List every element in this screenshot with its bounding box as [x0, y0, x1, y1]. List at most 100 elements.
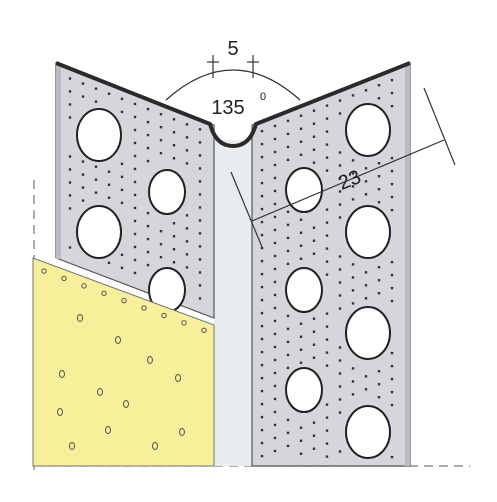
- perforation-dot: [299, 335, 303, 338]
- perforation-dot: [299, 114, 303, 117]
- perforation-dot: [159, 125, 163, 129]
- perforation-dot: [260, 415, 264, 419]
- perforation-dot: [325, 143, 329, 146]
- perforation-dot: [325, 351, 329, 354]
- perforation-dot: [325, 325, 329, 328]
- perforation-dot: [286, 223, 290, 227]
- perforation-dot: [377, 175, 381, 178]
- perforation-dot: [273, 202, 277, 206]
- perforation-dot: [172, 261, 176, 264]
- perforation-dot: [260, 298, 264, 302]
- perforation-dot: [338, 268, 342, 271]
- perforation-dot: [260, 129, 264, 133]
- perforation-dot: [338, 255, 342, 258]
- insulation-edge-dot: [101, 290, 107, 296]
- perforation-dot: [185, 162, 189, 165]
- perforation-dot: [364, 167, 368, 170]
- perforation-dot: [338, 151, 342, 154]
- perforation-dot: [68, 90, 72, 93]
- perforation-dot: [325, 247, 329, 250]
- perforation-dot: [133, 141, 137, 145]
- perforation-dot: [273, 280, 277, 284]
- perforation-dot: [94, 178, 98, 181]
- perforation-dot: [273, 267, 277, 271]
- perforation-dot: [338, 112, 342, 115]
- perforation-dot: [260, 233, 264, 237]
- perforation-dot: [185, 123, 189, 126]
- perforation-dot: [146, 263, 150, 267]
- perforation-dot: [325, 455, 329, 458]
- perforation-dot: [338, 346, 342, 349]
- perforation-dot: [120, 253, 124, 257]
- hole: [285, 167, 323, 213]
- perforation-dot: [325, 312, 329, 315]
- perforation-dot: [260, 207, 264, 211]
- perforation-dot: [338, 281, 342, 284]
- perforation-dot: [273, 176, 277, 180]
- perforation-dot: [185, 149, 189, 152]
- perforation-dot: [68, 116, 72, 119]
- perforation-dot: [325, 130, 329, 133]
- perforation-dot: [273, 137, 277, 141]
- perforation-dot: [260, 350, 264, 354]
- perforation-dot: [198, 271, 202, 274]
- perforation-dot: [198, 206, 202, 209]
- perforation-dot: [133, 154, 137, 158]
- left-wing-edge: [56, 63, 61, 259]
- perforation-dot: [68, 194, 72, 197]
- perforation-dot: [338, 164, 342, 167]
- hole: [345, 405, 391, 459]
- perforation-dot: [120, 266, 124, 270]
- perforation-dot: [377, 383, 381, 386]
- perforation-dot: [68, 246, 72, 249]
- perforation-dot: [351, 263, 355, 266]
- perforation-dot: [351, 289, 355, 292]
- perforation-dot: [325, 169, 329, 172]
- perforation-dot: [338, 398, 342, 401]
- perforation-dot: [390, 182, 394, 186]
- perforation-dot: [390, 104, 394, 108]
- insulation-edge-dots: [41, 268, 207, 333]
- perforation-dot: [68, 181, 72, 184]
- perforation-dot: [377, 201, 381, 204]
- perforation-dot: [146, 133, 150, 137]
- perforation-dot: [273, 228, 277, 232]
- wall-gap: [214, 140, 258, 466]
- perforation-dot: [299, 231, 303, 234]
- perforation-dot: [338, 99, 342, 102]
- perforation-dot: [299, 257, 303, 260]
- perforation-dot: [338, 203, 342, 206]
- perforation-dot: [325, 117, 329, 120]
- perforation-dot: [390, 377, 394, 381]
- perforation-dot: [133, 206, 137, 210]
- perforation-dot: [325, 260, 329, 263]
- perforation-dot: [185, 266, 189, 269]
- perforation-dot: [286, 210, 290, 214]
- perforation-dot: [299, 218, 303, 221]
- perforation-dot: [172, 157, 176, 160]
- perforation-dot: [338, 307, 342, 310]
- perforation-dot: [133, 128, 137, 132]
- insulation-edge-dot: [161, 312, 167, 319]
- perforation-dot: [81, 82, 85, 85]
- perforation-dot: [185, 214, 189, 217]
- profile-top-edge: [55, 61, 411, 148]
- perforation-dot: [273, 306, 277, 310]
- perforation-dot: [325, 104, 329, 107]
- perforation-dot: [312, 343, 316, 346]
- perforation-dot: [299, 322, 303, 325]
- perforation-dot: [260, 272, 264, 276]
- perforation-dot: [299, 348, 303, 351]
- perforation-dot: [390, 260, 394, 264]
- perforation-dot: [364, 297, 368, 300]
- perforation-dot: [68, 103, 72, 106]
- perforation-dot: [286, 158, 290, 162]
- perforation-dot: [198, 128, 202, 131]
- perforation-dot: [260, 376, 264, 380]
- perforation-dot: [390, 78, 394, 82]
- perforation-dot: [260, 285, 264, 289]
- perforation-dot: [325, 403, 329, 406]
- perforation-dot: [299, 426, 303, 429]
- perforation-dot: [81, 95, 85, 98]
